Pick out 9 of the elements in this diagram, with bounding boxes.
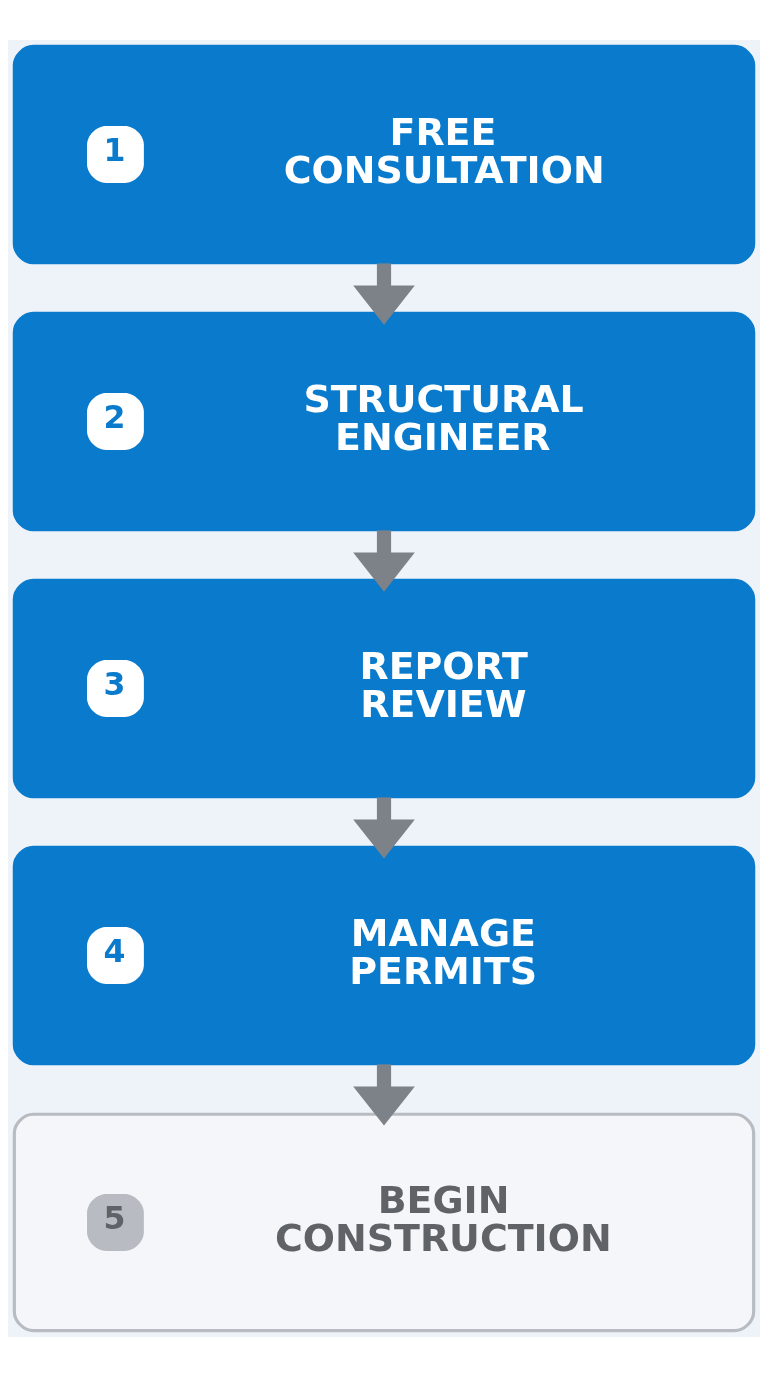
arrow <box>353 262 415 325</box>
node-box: 1 FREE CONSULTATION <box>12 44 756 264</box>
node-box: 4 MANAGE PERMITS <box>12 845 756 1065</box>
node-box: 5 BEGIN CONSTRUCTION <box>12 1112 756 1332</box>
arrow <box>353 529 415 592</box>
arrow <box>353 1063 415 1126</box>
node-box: 2 STRUCTURAL ENGINEER <box>12 311 756 531</box>
arrow <box>353 796 415 859</box>
node-box: 3 REPORT REVIEW <box>12 578 756 798</box>
